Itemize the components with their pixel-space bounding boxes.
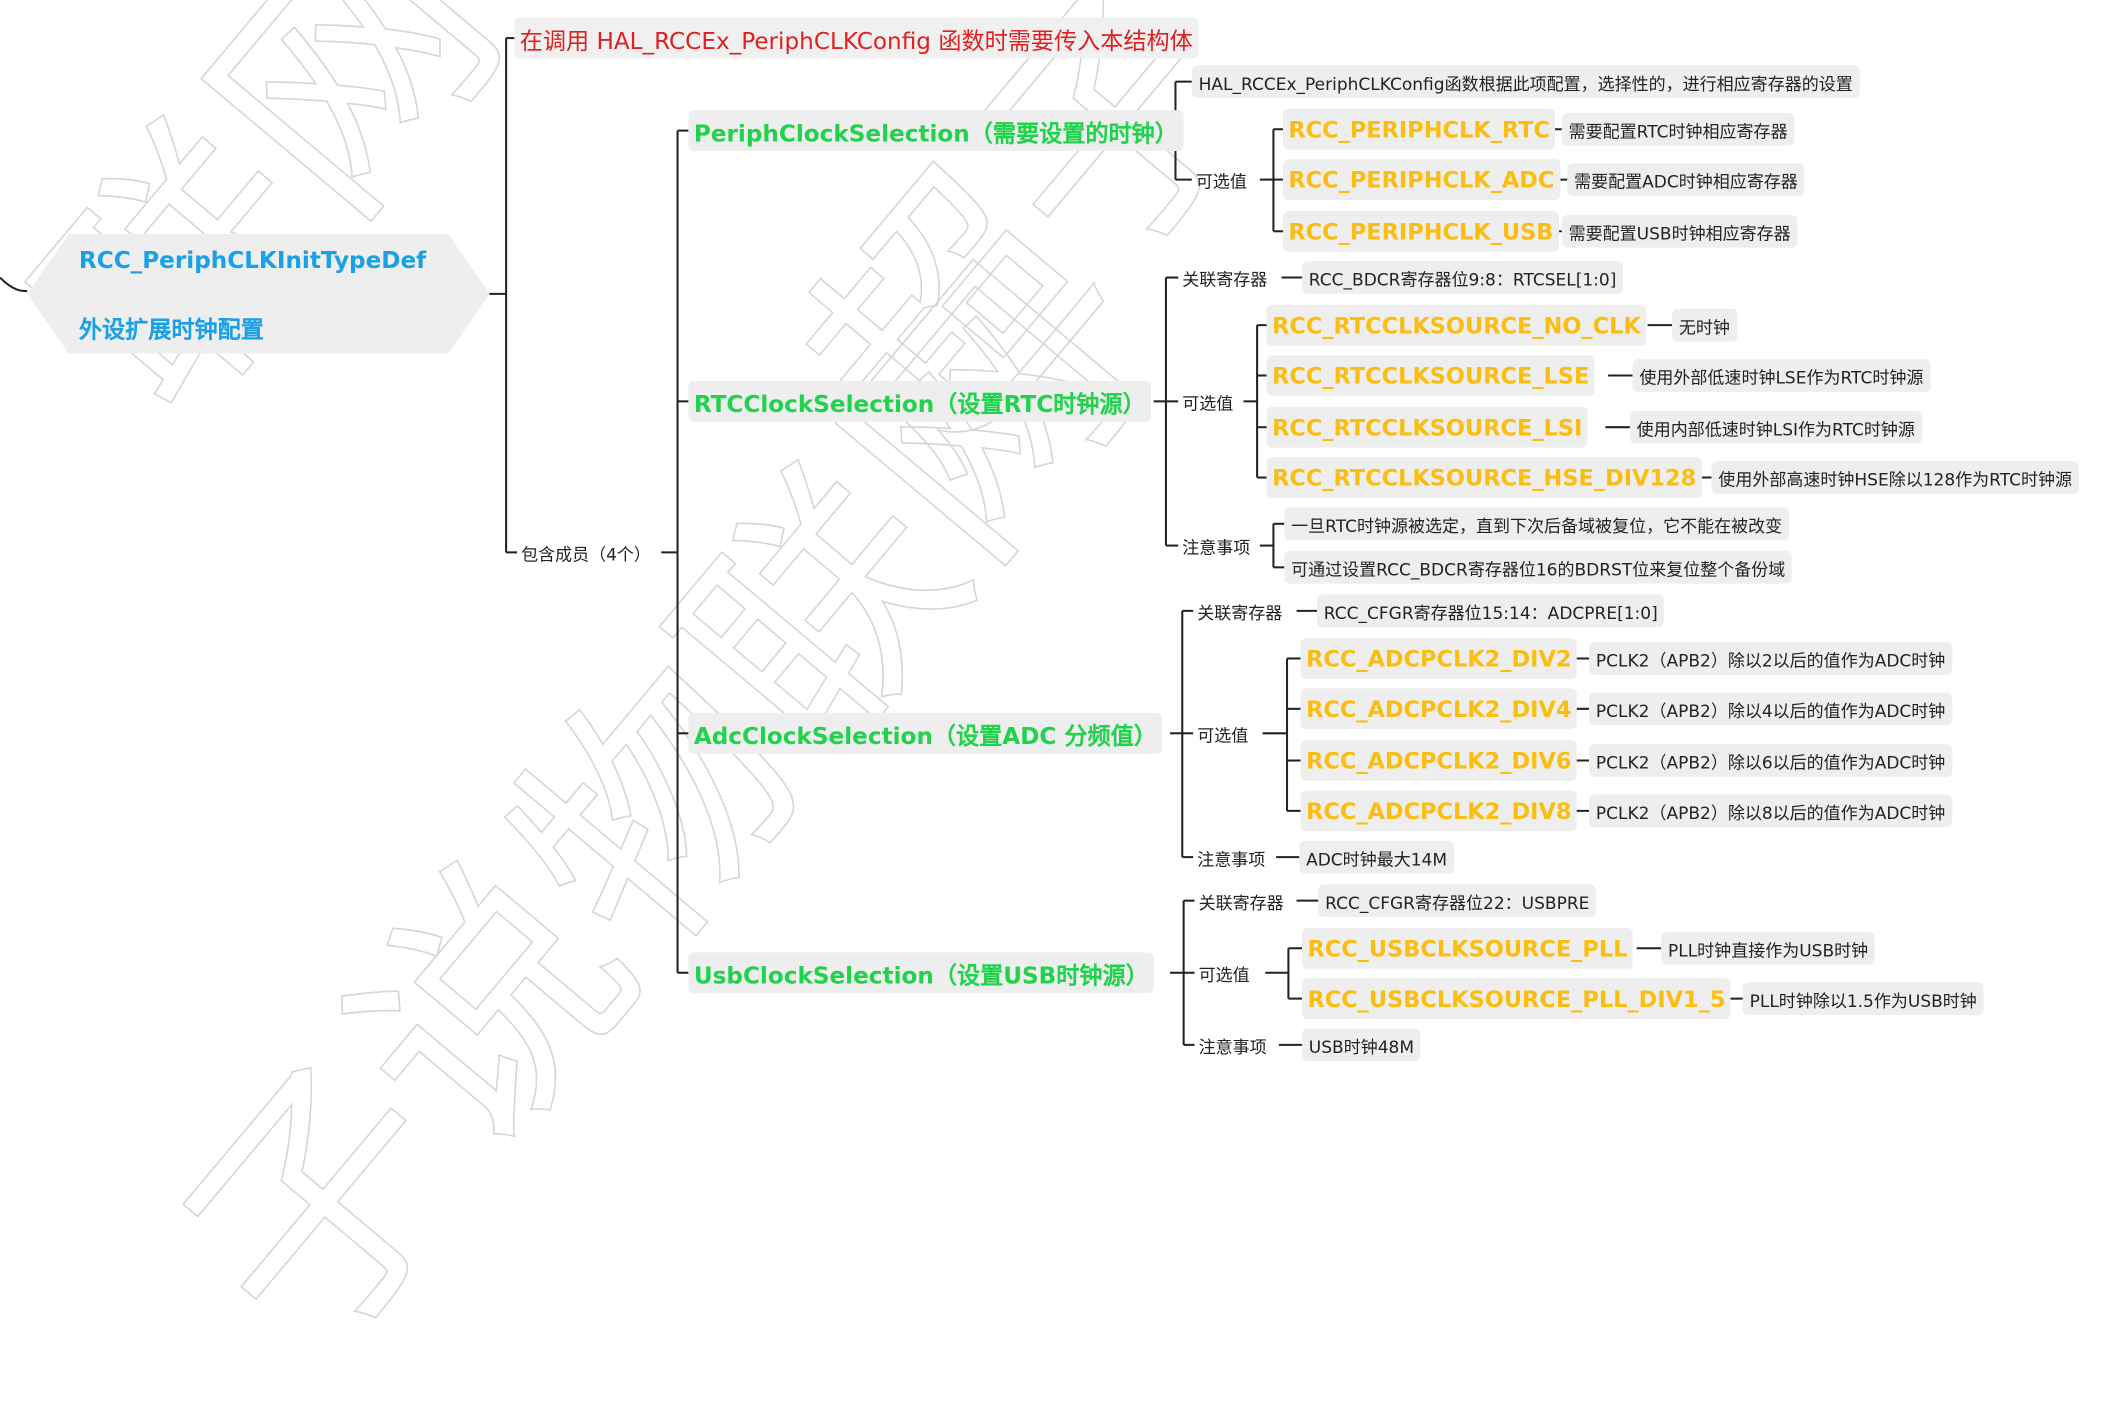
adc-note[interactable]: ADC时钟最大14M: [1299, 840, 1454, 874]
option-desc[interactable]: PLL时钟直接作为USB时钟: [1661, 931, 1875, 965]
option-usb-pll-div1-5[interactable]: RCC_USBCLKSOURCE_PLL_DIV1_5: [1301, 978, 1731, 1020]
usb-register-label[interactable]: 关联寄存器: [1198, 891, 1284, 913]
usb-note[interactable]: USB时钟48M: [1301, 1028, 1421, 1062]
option-adc-div4[interactable]: RCC_ADCPCLK2_DIV4: [1300, 688, 1577, 730]
option-desc[interactable]: 使用外部低速时钟LSE作为RTC时钟源: [1632, 359, 1931, 392]
adc-register-value[interactable]: RCC_CFGR寄存器位15:14：ADCPRE[1:0]: [1316, 594, 1665, 628]
option-rtc-no-clk[interactable]: RCC_RTCCLKSOURCE_NO_CLK: [1266, 304, 1647, 346]
option-usb-pll[interactable]: RCC_USBCLKSOURCE_PLL: [1301, 927, 1633, 969]
usb-register-value[interactable]: RCC_CFGR寄存器位22：USBPRE: [1318, 884, 1597, 917]
periph-optional-label[interactable]: 可选值: [1195, 170, 1247, 192]
mind-map: 联网 超子 子说物联网 RCC_PeriphCLKInitTypeDef 外设扩…: [0, 0, 2079, 1403]
usage-note[interactable]: 在调用 HAL_RCCEx_PeriphCLKConfig 函数时需要传入本结构…: [514, 17, 1199, 59]
option-rtc-lse[interactable]: RCC_RTCCLKSOURCE_LSE: [1266, 355, 1595, 396]
option-adc-div6[interactable]: RCC_ADCPCLK2_DIV6: [1300, 740, 1577, 781]
usb-optional-label[interactable]: 可选值: [1198, 963, 1250, 985]
member-usb-clock-selection[interactable]: UsbClockSelection（设置USB时钟源）: [688, 952, 1155, 994]
option-desc[interactable]: PCLK2（APB2）除以6以后的值作为ADC时钟: [1589, 744, 1953, 777]
option-desc[interactable]: PCLK2（APB2）除以8以后的值作为ADC时钟: [1589, 794, 1953, 828]
rtc-optional-label[interactable]: 可选值: [1182, 392, 1234, 413]
option-adc-div2[interactable]: RCC_ADCPCLK2_DIV2: [1300, 638, 1577, 679]
rtc-notes-label[interactable]: 注意事项: [1182, 536, 1251, 558]
option-periphclk-usb[interactable]: RCC_PERIPHCLK_USB: [1282, 210, 1559, 252]
adc-optional-label[interactable]: 可选值: [1197, 724, 1249, 745]
option-desc[interactable]: PLL时钟除以1.5作为USB时钟: [1742, 982, 1984, 1015]
option-rtc-hse-div128[interactable]: RCC_RTCCLKSOURCE_HSE_DIV128: [1266, 457, 1702, 498]
root-node[interactable]: [27, 234, 490, 354]
root-subtitle: 外设扩展时钟配置: [78, 316, 264, 345]
adc-register-label[interactable]: 关联寄存器: [1197, 602, 1283, 623]
option-rtc-lsi[interactable]: RCC_RTCCLKSOURCE_LSI: [1266, 406, 1588, 448]
option-desc[interactable]: 需要配置USB时钟相应寄存器: [1561, 214, 1798, 248]
member-periph-clock-selection[interactable]: PeriphClockSelection（需要设置的时钟）: [688, 110, 1184, 152]
rtc-note[interactable]: 可通过设置RCC_BDCR寄存器位16的BDRST位来复位整个备份域: [1284, 551, 1793, 584]
rtc-register-label[interactable]: 关联寄存器: [1182, 268, 1268, 290]
members-label[interactable]: 包含成员（4个）: [521, 543, 651, 564]
member-adc-clock-selection[interactable]: AdcClockSelection（设置ADC 分频值）: [688, 712, 1163, 754]
option-periphclk-rtc[interactable]: RCC_PERIPHCLK_RTC: [1282, 108, 1556, 150]
option-periphclk-adc[interactable]: RCC_PERIPHCLK_ADC: [1282, 159, 1560, 200]
option-desc[interactable]: PCLK2（APB2）除以2以后的值作为ADC时钟: [1589, 642, 1953, 675]
option-desc[interactable]: 使用内部低速时钟LSI作为RTC时钟源: [1629, 410, 1922, 444]
member-rtc-clock-selection[interactable]: RTCClockSelection（设置RTC时钟源）: [688, 380, 1152, 422]
option-desc[interactable]: 无时钟: [1672, 308, 1737, 342]
connector: [0, 276, 28, 293]
usb-notes-label[interactable]: 注意事项: [1198, 1036, 1267, 1057]
option-desc[interactable]: PCLK2（APB2）除以4以后的值作为ADC时钟: [1589, 692, 1953, 726]
option-adc-div8[interactable]: RCC_ADCPCLK2_DIV8: [1300, 790, 1577, 832]
adc-notes-label[interactable]: 注意事项: [1197, 848, 1266, 869]
option-desc[interactable]: 使用外部高速时钟HSE除以128作为RTC时钟源: [1711, 461, 2079, 494]
periph-description[interactable]: HAL_RCCEx_PeriphCLKConfig函数根据此项配置，选择性的，进…: [1191, 65, 1860, 98]
option-desc[interactable]: 需要配置ADC时钟相应寄存器: [1567, 163, 1805, 196]
rtc-note[interactable]: 一旦RTC时钟源被选定，直到下次后备域被复位，它不能在被改变: [1284, 507, 1789, 541]
rtc-register-value[interactable]: RCC_BDCR寄存器位9:8：RTCSEL[1:0]: [1301, 261, 1624, 294]
option-desc[interactable]: 需要配置RTC时钟相应寄存器: [1561, 112, 1795, 146]
root-title: RCC_PeriphCLKInitTypeDef: [78, 247, 427, 275]
